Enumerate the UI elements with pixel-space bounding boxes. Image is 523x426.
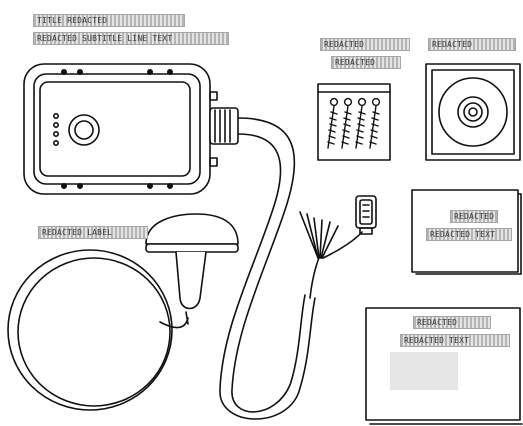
envelope-label-line1: REDACTED bbox=[413, 316, 491, 329]
screws-label-line2: REDACTED bbox=[331, 56, 401, 69]
harness-cable bbox=[220, 118, 315, 419]
header-title: TITLE REDACTED bbox=[33, 14, 185, 27]
cd-disc bbox=[426, 64, 520, 160]
header-subtitle: REDACTED SUBTITLE LINE TEXT bbox=[33, 32, 229, 45]
screws-label-line1: REDACTED bbox=[320, 38, 410, 51]
gps-antenna bbox=[8, 214, 238, 410]
screws-bag bbox=[318, 84, 390, 160]
card-label-line1: REDACTED bbox=[450, 210, 498, 223]
db9-connector bbox=[356, 196, 376, 234]
envelope-label-line2: REDACTED TEXT bbox=[400, 334, 510, 347]
gps-tracker-device bbox=[24, 64, 238, 194]
card-label-line2: REDACTED TEXT bbox=[426, 228, 512, 241]
wire-harness bbox=[300, 212, 362, 298]
gps-antenna-label: REDACTED LABEL bbox=[38, 226, 148, 239]
disc-label: REDACTED bbox=[428, 38, 516, 51]
